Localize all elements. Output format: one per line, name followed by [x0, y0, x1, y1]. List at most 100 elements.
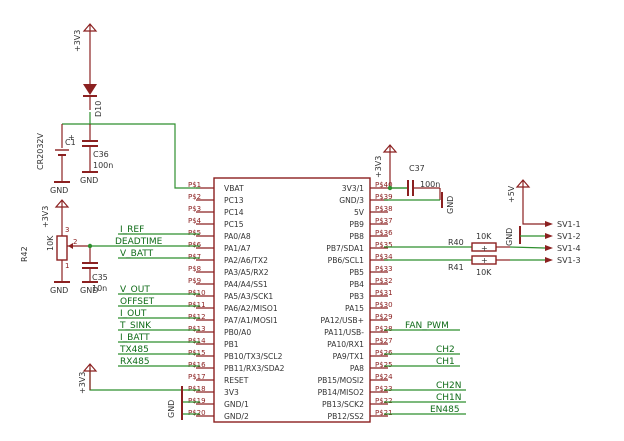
net-deadtime: DEADTIME: [115, 237, 163, 247]
pot-3v3-supply: +3V3: [41, 199, 70, 236]
mcu-pin-left-name: PB11/RX3/SDA2: [224, 364, 285, 373]
mcu-pin-left-number: P$14: [188, 337, 206, 345]
mcu-pin-right-number: P$39: [375, 193, 393, 201]
mcu-pin-right-name: PA15: [345, 304, 364, 313]
pin18-3v3-supply: +3V3: [78, 363, 200, 394]
mcu-pin-left-number: P$13: [188, 325, 206, 333]
right-nets: FAN_PWM CH2 CH1 CH2N CH1N EN485: [384, 321, 466, 415]
potentiometer-r42: R42 10K 3 2 1: [20, 226, 90, 282]
mcu-pin-right-name: PA9/TX1: [333, 352, 365, 361]
gnd-label-2: GND: [80, 176, 98, 185]
mcu-pin-right-number: P$30: [375, 301, 393, 309]
mcu-pin-left-name: PA6/A2/MISO1: [224, 304, 278, 313]
r42-label: R42: [20, 246, 29, 262]
junction-3v3: [387, 185, 393, 191]
mcu-pin-left-number: P$1: [188, 181, 201, 189]
mcu-pin-right-name: PA12/USB+: [321, 316, 364, 325]
r41-label: R41: [448, 263, 464, 272]
capacitor-c35: C35 10n GND: [80, 246, 108, 295]
d10-label: D10: [94, 101, 103, 117]
net-en485: EN485: [430, 405, 460, 415]
c1-label: C1: [65, 138, 76, 147]
mcu-pin-right-number: P$28: [375, 325, 393, 333]
left-nets: I_REF DEADTIME V_BATT V_OUT OFFSET I_OUT…: [90, 225, 200, 367]
mcu-pin-left-name: PA0/A8: [224, 232, 251, 241]
mcu-pin-right-number: P$33: [375, 265, 393, 273]
mcu-pin-left-name: PA2/A6/TX2: [224, 256, 268, 265]
mcu-pin-right-name: PB6/SCL1: [328, 256, 365, 265]
gnd-c36: GND: [80, 171, 98, 185]
v3v3-label-right: +3V3: [374, 156, 383, 178]
gnd-connector: GND: [505, 226, 545, 246]
mcu-pin-left-number: P$9: [188, 277, 201, 285]
mcu-pin-left-name: PB10/TX3/SCL2: [224, 352, 283, 361]
mcu-body: [213, 177, 371, 423]
gnd-pin19-20: GND: [167, 386, 200, 420]
mcu-pin-left-name: RESET: [224, 376, 249, 385]
sv1-1-label: SV1-1: [557, 220, 581, 229]
pot-pin1: 1: [65, 262, 69, 270]
gnd-label-3: GND: [50, 286, 68, 295]
mcu-pin-right-number: P$38: [375, 205, 393, 213]
mcu-pin-left-name: PA3/A5/RX2: [224, 268, 269, 277]
mcu-pin-right-number: P$26: [375, 349, 393, 357]
mcu-pin-right-name: PB8: [349, 232, 364, 241]
vbat-wire: [89, 112, 200, 189]
mcu-pin-left-number: P$10: [188, 289, 206, 297]
mcu-pin-left-number: P$8: [188, 265, 201, 273]
mcu-pin-right-name: PB5: [349, 268, 364, 277]
net-tx485: TX485: [119, 345, 149, 355]
mcu-pin-left-name: PA7/A1/MOSI1: [224, 316, 278, 325]
mcu-pin-left-number: P$11: [188, 301, 206, 309]
mcu-pin-right-number: P$21: [375, 409, 393, 417]
pot-pin3: 3: [65, 226, 69, 234]
gnd-label-1: GND: [50, 186, 68, 195]
r41-plus: +: [481, 256, 488, 265]
gnd-label-5: GND: [167, 400, 176, 418]
mcu-pin-right-name: PB14/MISO2: [318, 388, 365, 397]
v3v3-label-top: +3V3: [73, 30, 82, 52]
r40-plus: +: [481, 244, 488, 253]
mcu-pin-right-number: P$36: [375, 229, 393, 237]
net-ch1: CH1: [436, 357, 455, 367]
r40-label: R40: [448, 238, 464, 247]
mcu-pin-right-number: P$35: [375, 241, 393, 249]
diode-d10: D10: [83, 60, 103, 117]
pot-pin2: 2: [73, 238, 77, 246]
mcu-pin-right-name: PA8: [350, 364, 364, 373]
mcu-pin-left-number: P$20: [188, 409, 206, 417]
plus5v-supply: +5V: [507, 179, 545, 225]
i2c-wires: [384, 246, 472, 261]
plus5v-label: +5V: [507, 185, 516, 203]
mcu-pin-right-name: PB9: [349, 220, 364, 229]
net-rx485: RX485: [120, 357, 150, 367]
mcu-pin-right-name: 5V: [354, 208, 365, 217]
mcu-pin-right-number: P$29: [375, 313, 393, 321]
net-ch2: CH2: [436, 345, 455, 355]
c37-label: C37: [409, 164, 425, 173]
net-i-batt: I_BATT: [120, 333, 150, 343]
mcu-pin-left-number: P$5: [188, 229, 201, 237]
gnd-label-6: GND: [446, 196, 455, 214]
capacitor-c37: C37 100n: [390, 164, 441, 200]
mcu-pin-right-name: PB13/SCK2: [322, 400, 364, 409]
mcu-pin-left-number: P$4: [188, 217, 202, 225]
mcu-pin-left-number: P$15: [188, 349, 206, 357]
net-t-sink: T_SINK: [119, 321, 152, 331]
mcu-pin-left-name: GND/1: [224, 400, 249, 409]
mcu-pin-right-name: GND/3: [339, 196, 364, 205]
coin-cell-cr2032v: CR2032V C1 +: [36, 124, 76, 182]
mcu-pin-left-name: VBAT: [224, 184, 244, 193]
mcu-pin-right-name: 3V3/1: [342, 184, 364, 193]
mcu-pin-right-number: P$23: [375, 385, 393, 393]
capacitor-c36: C36 100n: [82, 124, 113, 172]
net-offset: OFFSET: [120, 297, 155, 307]
mcu-pin-right-name: PB12/SS2: [328, 412, 365, 421]
mcu-pin-left-number: P$12: [188, 313, 206, 321]
v3v3-label-pot: +3V3: [41, 206, 50, 228]
mcu-pin-right-number: P$37: [375, 217, 393, 225]
mcu-pin-left-name: PC13: [224, 196, 244, 205]
gnd-label-4: GND: [80, 286, 98, 295]
mcu-pin-right-number: P$31: [375, 289, 393, 297]
mcu-pin-right-number: P$40: [375, 181, 393, 189]
